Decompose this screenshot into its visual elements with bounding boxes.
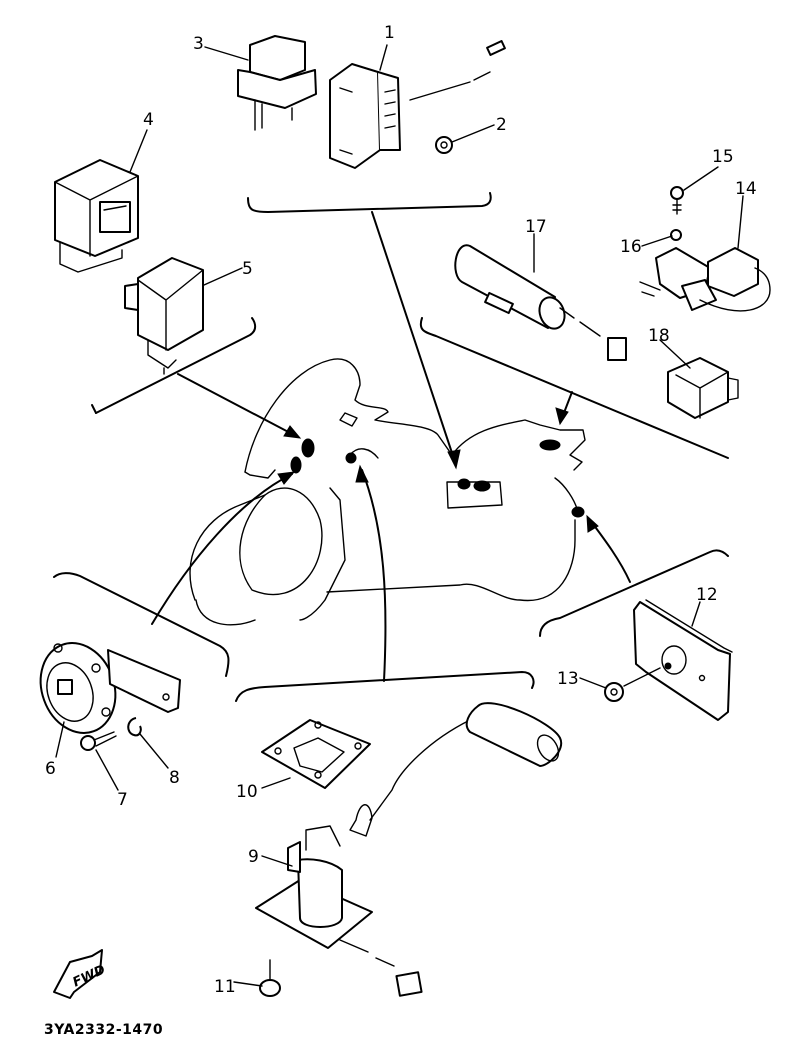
part-15-screw	[670, 186, 684, 215]
callout-14: 14	[735, 179, 757, 199]
part-3-relay	[237, 35, 317, 131]
part-4-control-unit	[54, 159, 139, 273]
diagram-code: 3YA2332-1470	[44, 1022, 163, 1038]
connector-marker	[301, 438, 315, 458]
callout-7: 7	[117, 790, 128, 810]
part-17-cylinder-sensor	[454, 244, 627, 361]
callout-6: 6	[45, 759, 56, 779]
part-12-reflector	[633, 599, 733, 721]
part-10-gasket	[261, 719, 371, 789]
part-1-relay-switch	[329, 39, 506, 169]
part-5-flasher-relay	[124, 257, 204, 375]
callout-5: 5	[242, 259, 253, 279]
part-18-relay	[667, 357, 739, 419]
connector-marker	[290, 456, 302, 474]
connector-marker	[473, 480, 491, 492]
callout-4: 4	[143, 110, 154, 130]
callout-15: 15	[712, 147, 734, 167]
part-8-washer	[127, 717, 142, 737]
forward-direction-arrow: FWD	[53, 949, 108, 999]
group-brackets	[53, 192, 729, 702]
part-9-fuel-sender	[255, 702, 563, 997]
callout-12: 12	[696, 585, 718, 605]
callout-leaders	[55, 44, 744, 987]
part-14-relay-assembly	[639, 247, 771, 312]
part-6-horn	[39, 642, 181, 734]
callout-8: 8	[169, 768, 180, 788]
connector-marker	[345, 452, 357, 464]
part-11-bolt	[259, 959, 281, 997]
connector-marker	[457, 478, 471, 490]
connector-marker	[571, 506, 585, 518]
connector-marker	[539, 439, 561, 451]
callout-11: 11	[214, 977, 236, 997]
callout-2: 2	[496, 115, 507, 135]
callout-13: 13	[557, 669, 579, 689]
callout-1: 1	[384, 23, 395, 43]
callout-16: 16	[620, 237, 642, 257]
callout-17: 17	[525, 217, 547, 237]
part-7-bolt	[80, 731, 117, 751]
motorcycle-silhouette	[189, 358, 586, 626]
part-2-nut	[435, 136, 453, 154]
callout-labels: 1 2 3 4 5 6 7 8 9 10 11 12 13 14 15 16 1…	[45, 23, 757, 997]
callout-9: 9	[248, 847, 259, 867]
callout-10: 10	[236, 782, 258, 802]
part-16-washer	[670, 229, 682, 241]
part-13-nut	[604, 667, 661, 702]
callout-3: 3	[193, 34, 204, 54]
callout-18: 18	[648, 326, 670, 346]
